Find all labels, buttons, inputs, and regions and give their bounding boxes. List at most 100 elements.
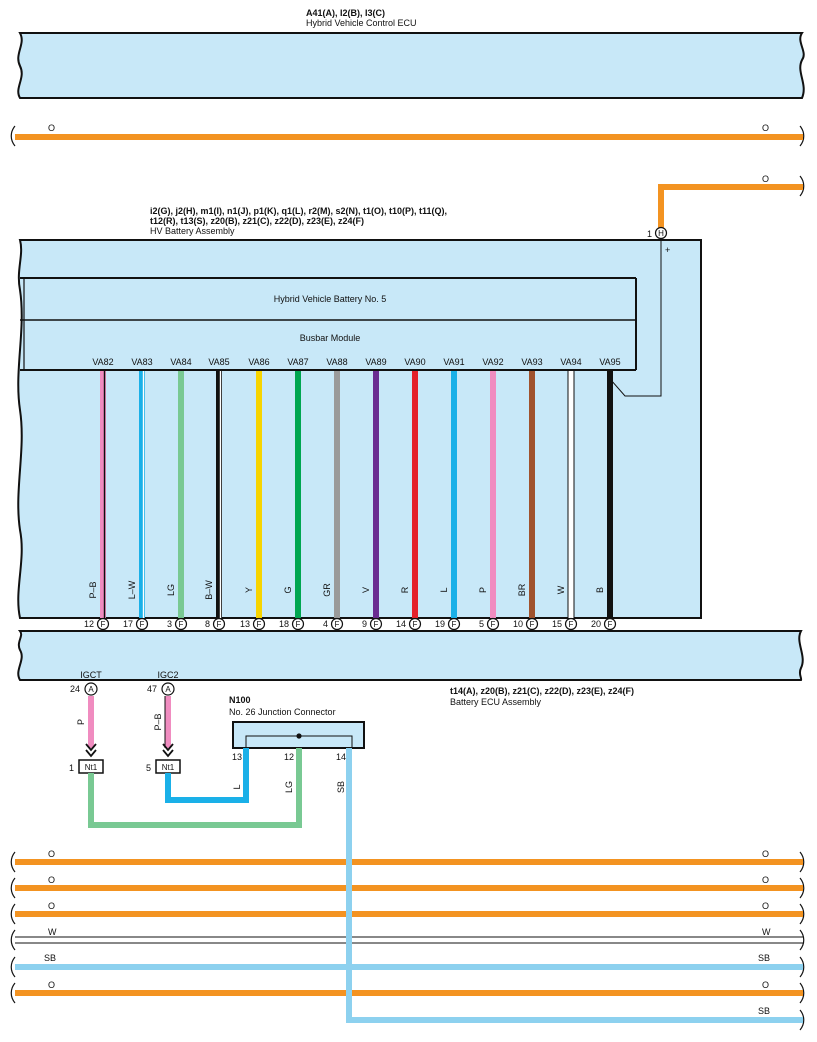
- junction-code: N100: [229, 695, 251, 705]
- splice-1-pin: 1: [69, 763, 74, 773]
- circuit-wire-label: LG: [166, 584, 176, 596]
- bottom-wires: O O O O O O W W SB SB O O: [10, 748, 805, 1031]
- term-igct-conn: A: [88, 685, 94, 694]
- circuit-connector-icon: [252, 617, 266, 631]
- battery-assy-code-1: i2(G), j2(H), m1(I), n1(J), p1(K), q1(L)…: [150, 206, 447, 216]
- bw1-right: O: [762, 849, 769, 859]
- circuit-pin: 17: [123, 619, 133, 629]
- junction-wire-l: L: [232, 784, 242, 789]
- hv-ecu-box: [17, 32, 805, 99]
- circuit-connector-icon: [212, 617, 226, 631]
- hv-battery-assembly: i2(G), j2(H), m1(I), n1(J), p1(K), q1(L)…: [17, 206, 702, 619]
- circuit-conn: F: [413, 620, 418, 629]
- circuit-conn: F: [179, 620, 184, 629]
- circuit-wire-label: R: [400, 586, 410, 593]
- junction-pin-14: 14: [336, 752, 346, 762]
- circuit-wire-label: B–W: [204, 580, 214, 600]
- bw5-right: SB: [758, 953, 770, 963]
- circuit-connector-icon: [447, 617, 461, 631]
- circuit-pin: 5: [479, 619, 484, 629]
- battery-ecu-code: t14(A), z20(B), z21(C), z22(D), z23(E), …: [450, 686, 634, 696]
- bw5-left: SB: [44, 953, 56, 963]
- circuit-top-label: VA84: [170, 357, 191, 367]
- circuit-wire-label: P–B: [88, 581, 98, 598]
- circuit-pin: 18: [279, 619, 289, 629]
- circuit-top-label: VA91: [443, 357, 464, 367]
- circuit-connector-icon: [174, 617, 188, 631]
- circuit-top-label: VA87: [287, 357, 308, 367]
- circuit-top-label: VA95: [599, 357, 620, 367]
- circuit-wire-label: L–W: [127, 580, 137, 599]
- h-connector-wire: O 1 H: [647, 174, 805, 240]
- battery-ecu-assembly: t14(A), z20(B), z21(C), z22(D), z23(E), …: [17, 630, 804, 758]
- circuit-top-label: VA83: [131, 357, 152, 367]
- circuit-pin: 9: [362, 619, 367, 629]
- circuit-wire-label: V: [361, 587, 371, 593]
- circuit-conn: F: [101, 620, 106, 629]
- h-pin: 1: [647, 229, 652, 239]
- circuit-top-label: VA94: [560, 357, 581, 367]
- circuit-conn: F: [217, 620, 222, 629]
- circuit-conn: F: [530, 620, 535, 629]
- battery-ecu-box: [17, 630, 804, 681]
- sb-exit-label: SB: [758, 1006, 770, 1016]
- bw3-left: O: [48, 901, 55, 911]
- battery-assy-name: HV Battery Assembly: [150, 226, 235, 236]
- circuit-va94: VA94W15FVA94: [552, 357, 582, 645]
- term-igc2-wire: P–B: [153, 713, 163, 730]
- circuit-conn: F: [569, 620, 574, 629]
- circuit-pin: 4: [323, 619, 328, 629]
- circuit-top-label: VA93: [521, 357, 542, 367]
- junction-wire-sb: SB: [336, 781, 346, 793]
- circuit-conn: F: [140, 620, 145, 629]
- battery-label: Hybrid Vehicle Battery No. 5: [274, 294, 387, 304]
- wire-sb-exit: [346, 748, 803, 1023]
- h-polarity: +: [665, 245, 670, 255]
- circuit-conn: F: [257, 620, 262, 629]
- circuit-connector-icon: [96, 617, 110, 631]
- circuit-pin: 15: [552, 619, 562, 629]
- circuit-conn: F: [491, 620, 496, 629]
- wire-l-junction: [165, 748, 249, 803]
- circuit-top-label: VA82: [92, 357, 113, 367]
- circuit-connector-icon: [369, 617, 383, 631]
- circuit-conn: F: [335, 620, 340, 629]
- circuit-top-label: VA85: [208, 357, 229, 367]
- circuit-top-label: VA89: [365, 357, 386, 367]
- circuit-pin: 20: [591, 619, 601, 629]
- splice-2-label: Nt1: [162, 763, 175, 772]
- term-igc2-conn: A: [165, 685, 171, 694]
- h-conn: H: [658, 229, 664, 238]
- circuit-top-label: VA92: [482, 357, 503, 367]
- bw2-left: O: [48, 875, 55, 885]
- bw1-left: O: [48, 849, 55, 859]
- circuit-conn: F: [452, 620, 457, 629]
- bw4-right: W: [762, 927, 771, 937]
- circuit-wire-label: Y: [244, 587, 254, 593]
- circuit-conn: F: [374, 620, 379, 629]
- top-wire-group: O O: [10, 123, 805, 147]
- bw2-right: O: [762, 875, 769, 885]
- busbar-label: Busbar Module: [300, 333, 361, 343]
- junction-wire-lg: LG: [284, 781, 294, 793]
- junction-pin-12: 12: [284, 752, 294, 762]
- circuit-pin: 13: [240, 619, 250, 629]
- circuit-pin: 12: [84, 619, 94, 629]
- hv-control-ecu: A41(A), I2(B), I3(C) Hybrid Vehicle Cont…: [17, 8, 805, 99]
- wire-lg-junction: [88, 748, 302, 828]
- term-igc2-pin: 47: [147, 684, 157, 694]
- circuit-connector-icon: [330, 617, 344, 631]
- circuit-top-label: VA90: [404, 357, 425, 367]
- circuit-wire-label: G: [283, 586, 293, 593]
- circuit-connector-icon: [486, 617, 500, 631]
- hv-ecu-name: Hybrid Vehicle Control ECU: [306, 18, 417, 28]
- circuit-pin: 8: [205, 619, 210, 629]
- circuit-top-label: VA88: [326, 357, 347, 367]
- bw3-right: O: [762, 901, 769, 911]
- bw6-left: O: [48, 980, 55, 990]
- circuit-wire-label: GR: [322, 583, 332, 597]
- circuit-wire-label: B: [595, 587, 605, 593]
- battery-assy-code-2: t12(R), t13(S), z20(B), z21(C), z22(D), …: [150, 216, 364, 226]
- junction-connector: N100 No. 26 Junction Connector 13 12 14: [229, 695, 365, 762]
